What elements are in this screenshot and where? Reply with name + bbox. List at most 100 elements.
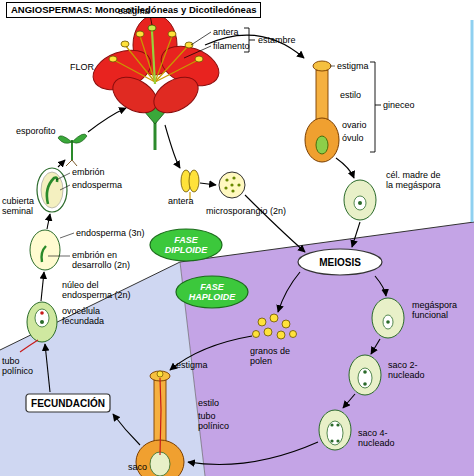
seed-drawing — [41, 172, 63, 208]
part-label: estambre — [258, 35, 308, 45]
pistil-drawing — [305, 118, 339, 162]
flower-drawing — [152, 31, 155, 84]
seed-drawing — [47, 178, 57, 205]
cycle-arrow — [188, 442, 318, 465]
cycle-arrow — [41, 272, 44, 301]
node-text-area: FECUNDACIÓN — [25, 393, 111, 413]
pistil-drawing — [316, 70, 328, 122]
seed-drawing — [40, 311, 44, 315]
flower-drawing — [88, 15, 225, 150]
ovule-drawing — [319, 180, 404, 450]
ovule-drawing — [363, 382, 367, 386]
seed-drawing — [27, 302, 57, 342]
flower-drawing — [168, 31, 176, 37]
pollen-grains — [290, 331, 297, 338]
cycle-arrow — [45, 344, 50, 392]
part-label: saco — [128, 462, 158, 472]
seed-drawing — [56, 173, 70, 180]
pollen-grains — [282, 320, 290, 328]
part-label: endosperma — [72, 180, 132, 190]
part-label: núleo del endosperma (2n) — [62, 280, 134, 300]
pollen-grains — [277, 331, 285, 339]
pollen-grains — [258, 318, 266, 326]
node-shape — [176, 276, 248, 308]
cycle-arrow — [343, 394, 355, 408]
part-label: óvulo — [342, 133, 382, 143]
part-label: saco 2-nucleado — [388, 360, 444, 380]
cycle-arrow — [245, 195, 305, 252]
seed-drawing — [35, 309, 49, 327]
leader-lines — [184, 46, 211, 58]
part-label: endosperma (3n) — [76, 228, 151, 238]
cycle-arrow — [113, 414, 140, 445]
part-label: FLOR — [70, 62, 110, 72]
pollen-grains — [270, 314, 278, 322]
process-ellipse: MEIOSIS — [297, 248, 383, 276]
ovule-drawing — [336, 439, 339, 442]
cycle-arrow — [88, 108, 126, 132]
pistil-drawing — [160, 378, 161, 455]
cycle-arrow — [371, 339, 380, 354]
pistil-drawing — [136, 371, 184, 476]
node-shape — [150, 229, 222, 261]
seedling-drawing — [58, 134, 87, 166]
flower-drawing — [136, 31, 144, 37]
anther-drawing — [230, 183, 233, 186]
node-text-column: FASE HAPLOIDE — [186, 282, 238, 302]
cycle-arrow — [278, 272, 300, 312]
anther-drawing — [232, 176, 235, 179]
pistil-drawing — [305, 61, 339, 162]
ovule-drawing — [330, 423, 333, 426]
part-label: ovario — [342, 120, 382, 130]
cycle-arrow — [375, 276, 386, 296]
ovule-drawing — [358, 201, 362, 205]
part-label: tubo polínico — [2, 356, 36, 376]
part-label: antera — [168, 196, 203, 206]
ovule-drawing — [349, 355, 381, 395]
part-label: megáspora funcional — [412, 300, 470, 320]
cycle-arrow — [352, 222, 360, 247]
anther-drawing — [219, 172, 245, 198]
flower-drawing — [109, 56, 117, 62]
pollen-grains — [253, 331, 260, 338]
flower-drawing — [114, 36, 198, 82]
anther-drawing — [225, 178, 228, 181]
flower-drawing — [155, 46, 188, 82]
ovule-drawing — [372, 298, 404, 338]
part-label: embrión — [72, 167, 122, 177]
part-label: embrión en desarrollo (2n) — [72, 250, 140, 270]
flower-drawing — [109, 31, 203, 62]
part-label: cél. madre de la megáspora — [386, 170, 444, 190]
seed-drawing — [60, 233, 74, 238]
ovule-drawing — [386, 320, 390, 324]
node-text: FECUNDACIÓN — [31, 398, 105, 409]
cycle-arrow — [58, 160, 65, 167]
pistil-drawing — [150, 452, 170, 476]
flower-drawing — [114, 60, 155, 82]
leader-lines — [150, 15, 211, 58]
part-label: antera — [213, 27, 253, 37]
part-label: estigma — [176, 360, 216, 370]
ovule-drawing — [330, 439, 333, 442]
seed-drawing — [48, 256, 70, 257]
flower-drawing — [195, 56, 203, 62]
node-text: MEIOSIS — [319, 257, 361, 268]
ovule-drawing — [354, 196, 366, 210]
part-label: estilo — [340, 90, 380, 100]
flower-drawing — [185, 42, 193, 48]
ovule-drawing — [336, 423, 339, 426]
ovule-drawing — [344, 180, 376, 220]
node-text-area: MEIOSIS — [297, 248, 383, 276]
anther-drawing — [224, 176, 240, 192]
background-regions — [0, 222, 474, 350]
node-shape — [26, 394, 110, 412]
ovule-drawing — [319, 410, 351, 450]
anther-drawing — [231, 189, 234, 192]
anther-drawing — [224, 186, 227, 189]
seed-drawing — [60, 185, 70, 190]
seedling-drawing — [66, 160, 77, 166]
node-text: FASE DIPLOIDE — [160, 235, 212, 255]
anther-drawing — [237, 183, 240, 186]
part-label: granos de polen — [250, 346, 298, 366]
node-shape — [298, 249, 382, 275]
